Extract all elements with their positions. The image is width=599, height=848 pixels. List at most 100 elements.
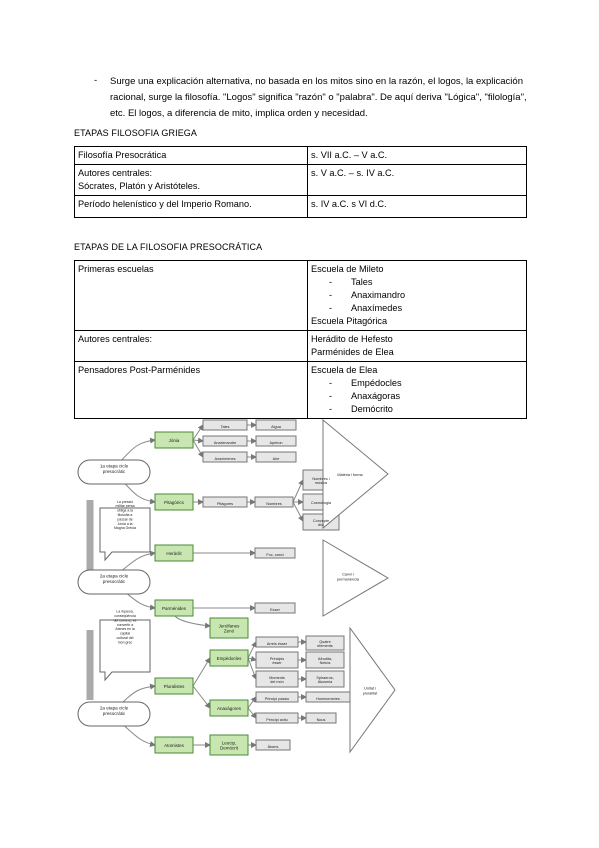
table-row: Pensadores Post-Parménides Escuela de El…: [74, 361, 527, 419]
label-aperiron: Apeiron: [269, 441, 282, 445]
box-atoms: [255, 739, 291, 751]
box-nombres: [254, 496, 294, 508]
box-parmenides: [154, 599, 194, 617]
label-principi-actiu: Principi actiu: [266, 718, 288, 722]
box-pluralistes: [154, 677, 194, 695]
table-row: Filosofía Presocrática s. VII a.C. – V a…: [74, 146, 527, 165]
box-pitagoras: [202, 496, 248, 508]
cell-line: Parménides de Elea: [311, 347, 394, 357]
label-aigua: Aigua: [271, 425, 282, 429]
dash: -: [329, 277, 333, 287]
bracket-materia-forma: [322, 418, 389, 530]
table-row: Autores centrales: Sócrates, Platón y Ar…: [74, 164, 527, 196]
box-principi-actiu: [255, 712, 299, 724]
dash: -: [329, 303, 333, 313]
table-cell: Escuela de Elea -Empédocles -Anaxágoras …: [307, 361, 527, 419]
cell-text: Autores centrales:: [78, 168, 153, 178]
box-anaximenes: [202, 451, 248, 463]
cell-line: Escuela de Elea: [311, 365, 378, 375]
box-sphaeros: [305, 670, 345, 688]
box-jonia: [154, 431, 194, 449]
dash: -: [329, 391, 333, 401]
box-principis: [255, 651, 299, 669]
table-etapas-presocratica: Primeras escuelas Escuela de Mileto - Tal…: [74, 260, 527, 419]
cell-line: Escuela de Mileto: [311, 264, 384, 274]
box-afrodita: [305, 651, 345, 669]
label-homeomeries: Homeomeries: [316, 697, 340, 701]
box-jenofanes: [209, 617, 249, 639]
etapa1-node: [77, 459, 151, 485]
table-cell: Herádito de Hefesto Parménides de Elea: [307, 330, 527, 362]
etapa2-node: [77, 569, 151, 595]
cell-text: Pensadores Post-Parménides: [78, 365, 201, 375]
box-leucip: [209, 734, 249, 756]
box-nous: [305, 712, 337, 724]
table-cell: Autores centrales:: [74, 330, 308, 362]
dash: -: [329, 290, 333, 300]
cell-text: s. IV a.C. s VI d.C.: [311, 199, 387, 209]
etapa3-node: [77, 701, 151, 727]
cell-text: Autores centrales:: [78, 334, 153, 344]
box-arrels: [255, 636, 299, 648]
label-pitagoras: Pitàgores: [217, 502, 233, 506]
label-pluralistes: Pluralistes: [164, 684, 186, 689]
box-pitagorics: [154, 493, 194, 511]
cell-subitem: -Anaxímedes: [311, 302, 523, 315]
callout1-bubble: [99, 507, 151, 562]
box-foc: [254, 547, 296, 559]
cell-text: Período helenístico y del Imperio Romano…: [78, 199, 252, 209]
label-nombres: Nombres: [266, 502, 282, 506]
cell-line: Tales: [351, 277, 373, 287]
box-esser: [254, 602, 296, 614]
label-parmenides: Parménides: [162, 606, 187, 611]
box-atomistes: [154, 736, 194, 754]
table1-heading: ETAPAS FILOSOFIA GRIEGA: [74, 128, 197, 138]
table-cell: s. V a.C. – s. IV a.C.: [307, 164, 527, 196]
cell-line: Anaximandro: [351, 290, 406, 300]
label-esser: Esser: [270, 608, 280, 612]
cell-text: Primeras escuelas: [78, 264, 154, 274]
cell-line: Herádito de Hefesto: [311, 334, 393, 344]
label-heraclit: Heràclit: [166, 551, 182, 556]
table-cell: Primeras escuelas: [74, 260, 308, 331]
cell-text: Filosofía Presocrática: [78, 150, 167, 160]
cell-text: Sócrates, Platón y Aristóteles.: [78, 181, 201, 191]
cell-line: Escuela Pitagórica: [311, 316, 388, 326]
box-aperiron: [255, 435, 297, 447]
label-sphaeros: Sphaeros,Akosmia: [316, 676, 333, 684]
intro-paragraph: Surge una explicación alternativa, no ba…: [110, 76, 527, 119]
cell-subitem: - Anaxágoras: [311, 390, 523, 403]
label-atomistes: Atomistes: [164, 743, 185, 748]
bracket-canvi: [322, 539, 389, 617]
box-principi-passiu: [255, 691, 299, 703]
cell-subitem: - Tales: [311, 276, 523, 289]
label-anaximandre: Anaximandre: [214, 441, 236, 445]
table-etapas-griega: Filosofía Presocrática s. VII a.C. – V a…: [74, 146, 527, 218]
cell-line: Anaxágoras: [351, 391, 401, 401]
cell-subitem: - Anaximandro: [311, 289, 523, 302]
callout2-bubble: [99, 619, 151, 682]
dash: -: [329, 378, 333, 388]
label-nous: Nous: [317, 718, 326, 722]
bullet-dash: -: [94, 75, 98, 86]
box-anaximandre: [202, 435, 248, 447]
table2-heading: ETAPAS DE LA FILOSOFIA PRESOCRÁTICA: [74, 242, 263, 252]
cell-text: s. VII a.C. – V a.C.: [311, 150, 388, 160]
table-cell: s. IV a.C. s VI d.C.: [307, 195, 527, 218]
box-heraclit: [154, 544, 194, 562]
label-pitagorics: Pitagòrics: [164, 500, 185, 505]
cell-line: Demócrito: [351, 404, 393, 414]
label-empedocles: Empèdocles: [217, 656, 243, 661]
cell-line: Empédocles: [351, 378, 402, 388]
